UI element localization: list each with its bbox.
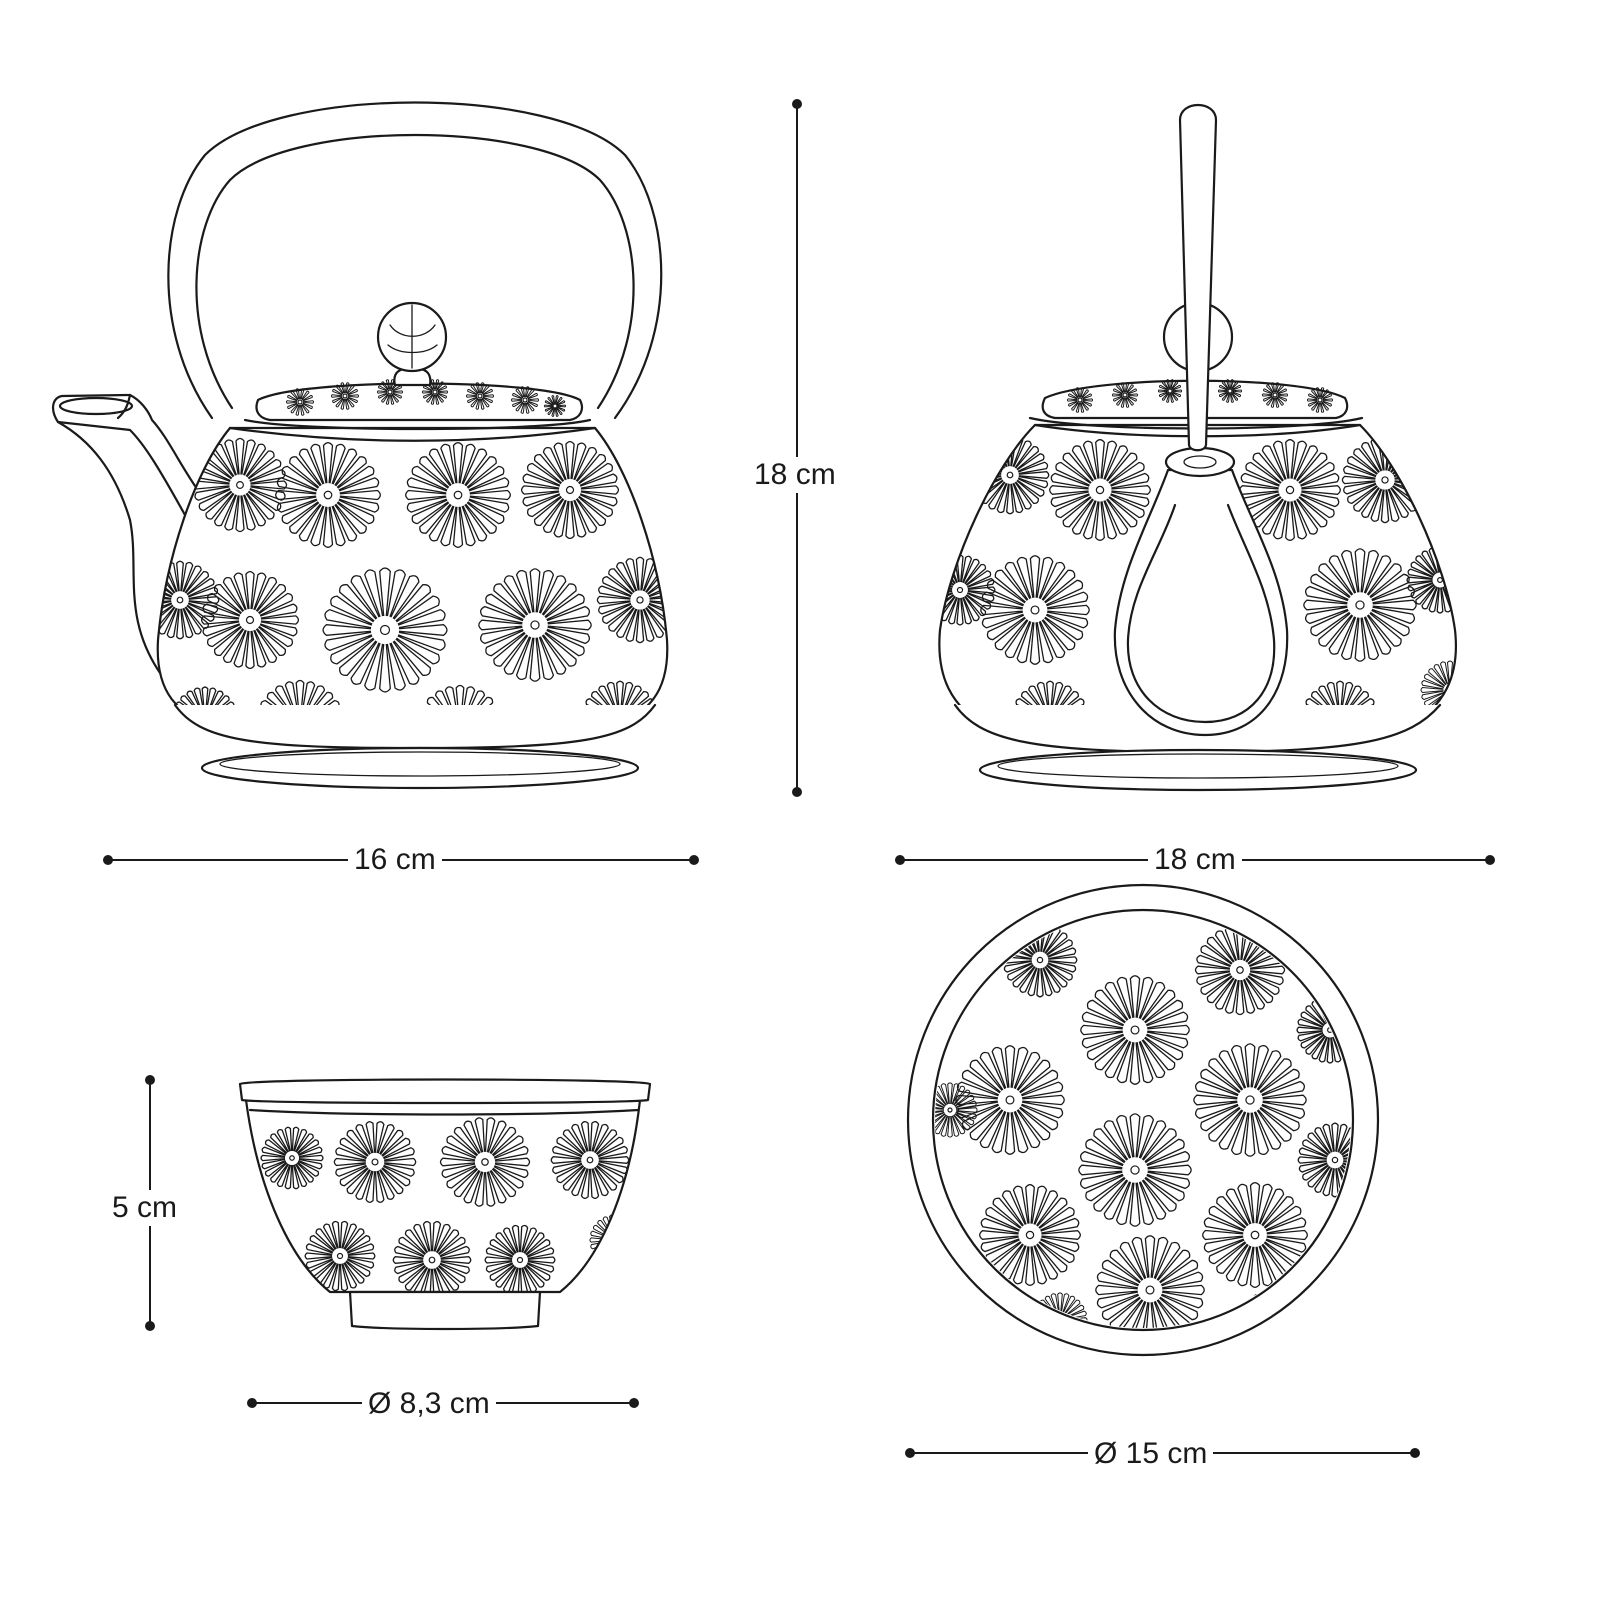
flower-motif xyxy=(1066,387,1094,413)
flower-motif xyxy=(405,442,511,548)
flower-motif xyxy=(510,386,540,414)
teapot-side-view xyxy=(938,104,1457,792)
flower-motif xyxy=(285,388,315,416)
dimension-teapot-height xyxy=(792,99,802,797)
teapot-foot xyxy=(200,746,640,790)
flower-motif xyxy=(955,1045,1065,1155)
cup-flower-pattern xyxy=(260,1117,640,1292)
teapot-spout xyxy=(52,393,207,517)
label-teapot-depth: 18 cm xyxy=(1148,842,1242,878)
label-trivet-diameter: Ø 15 cm xyxy=(1088,1436,1214,1472)
flower-motif xyxy=(260,1126,324,1190)
flower-motif xyxy=(392,1221,472,1292)
flower-motif xyxy=(550,1121,630,1199)
flower-motif xyxy=(465,382,495,410)
flower-motif xyxy=(1080,975,1190,1085)
teapot-handle xyxy=(167,101,663,420)
flower-motif xyxy=(596,556,668,644)
flower-motif xyxy=(439,1117,531,1207)
flower-motif xyxy=(1193,1043,1307,1157)
teapot-side-handle xyxy=(1178,104,1218,452)
flower-motif xyxy=(275,442,381,548)
flower-motif xyxy=(1095,1235,1205,1328)
flower-motif xyxy=(1261,382,1289,408)
flower-motif xyxy=(1303,548,1417,662)
flower-motif xyxy=(520,440,620,540)
cup-rim xyxy=(238,1078,652,1105)
flower-motif xyxy=(1306,387,1334,413)
flower-motif xyxy=(200,570,300,670)
flower-motif xyxy=(1078,1113,1192,1227)
label-cup-diameter: Ø 8,3 cm xyxy=(362,1386,496,1422)
flower-motif xyxy=(1157,379,1183,403)
teapot-side-foot xyxy=(978,748,1418,792)
cup xyxy=(238,1078,652,1331)
flower-motif xyxy=(1049,439,1151,541)
flower-motif xyxy=(543,395,567,417)
teapot-front-view xyxy=(52,101,669,790)
label-teapot-width: 16 cm xyxy=(348,842,442,878)
teapot-flower-pattern xyxy=(157,437,668,728)
lid-flower-pattern xyxy=(285,379,567,417)
flower-motif xyxy=(333,1121,417,1203)
trivet xyxy=(906,883,1380,1357)
cup-foot xyxy=(348,1290,542,1331)
side-lid-flower-pattern xyxy=(1066,379,1334,413)
flower-motif xyxy=(478,568,592,682)
flower-motif xyxy=(1111,382,1139,408)
flower-motif xyxy=(980,555,1090,665)
flower-motif xyxy=(1217,379,1243,403)
trivet-inner-rim xyxy=(931,908,1355,1332)
flower-motif xyxy=(322,567,448,693)
label-teapot-height: 18 cm xyxy=(748,457,842,493)
flower-motif xyxy=(330,382,360,410)
teapot-lid xyxy=(255,382,584,422)
teapot-side-spout xyxy=(1113,468,1289,737)
label-cup-height: 5 cm xyxy=(106,1190,184,1226)
